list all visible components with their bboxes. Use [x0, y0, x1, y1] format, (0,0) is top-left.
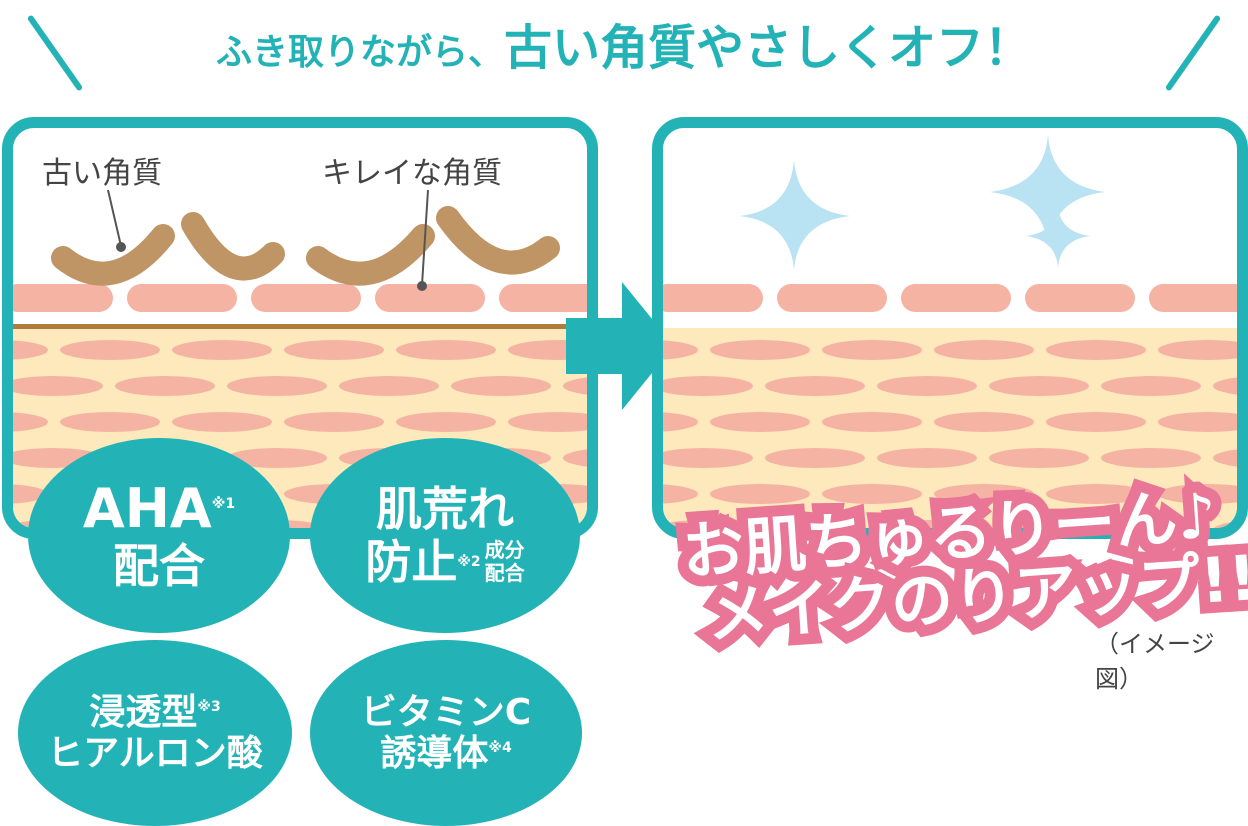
dermis-cell [1046, 484, 1146, 504]
dermis-cell [663, 340, 698, 360]
dermis-cell [172, 340, 272, 360]
keratin-cell [777, 284, 887, 312]
label-clean-keratin: キレイな角質 [322, 156, 502, 191]
dermis-cell [1102, 520, 1200, 528]
footnote-mark: ※4 [488, 740, 512, 756]
dermis-cell [766, 520, 864, 528]
keratin-cell [251, 284, 361, 312]
dermis-cell [765, 448, 865, 468]
badge-anti-rough-title: 肌荒れ [376, 481, 514, 536]
dermis-cell [765, 376, 865, 396]
badge-hyaluronic: 浸透型※3 ヒアルロン酸 [18, 640, 292, 826]
after-skin-panel [652, 117, 1248, 539]
dermis-cell [563, 377, 587, 395]
dermis-cell [877, 376, 977, 396]
badge-anti-rough: 肌荒れ 防止※2 成分配合 [310, 438, 580, 633]
dermis-cell [339, 376, 439, 396]
dermis-cell [13, 340, 48, 360]
dermis-cell [822, 412, 922, 432]
dermis-cell [822, 340, 922, 360]
old-keratin-line [13, 324, 587, 329]
dermis-cell [1158, 340, 1237, 360]
dermis-cell [989, 376, 1089, 396]
dermis-cell [115, 376, 215, 396]
badge-extra: 成分 [484, 537, 525, 562]
dermis-cell [227, 376, 327, 396]
badge-extra: 配合 [484, 560, 525, 585]
keratin-cell [375, 284, 485, 312]
badge-hyaluronic-sub: ヒアルロン酸 [47, 733, 263, 774]
dermis-cell [934, 340, 1034, 360]
footnote-mark: ※3 [197, 698, 221, 715]
dermis-cell [877, 448, 977, 468]
badge-vitamin-c-sub: 誘導体 [380, 733, 489, 774]
dermis-cell [989, 448, 1089, 468]
dermis-cell [934, 484, 1034, 504]
dermis-cell [60, 340, 160, 360]
dermis-cell [663, 412, 698, 432]
footnote-mark: ※1 [211, 496, 236, 512]
dermis-cell [396, 412, 496, 432]
badge-vitamin-c: ビタミンC 誘導体※4 [310, 640, 582, 826]
dermis-cell [284, 412, 384, 432]
dermis-cell [1046, 412, 1146, 432]
image-note: （イメージ図） [1095, 630, 1215, 693]
old-keratin-flake [306, 224, 435, 286]
arrow-right-icon [566, 282, 674, 410]
dermis-cell [1213, 449, 1237, 467]
old-keratin-flake [181, 212, 285, 281]
skin-illustration-after [663, 284, 1237, 528]
label-old-keratin: 古い角質 [42, 156, 162, 191]
footnote-mark: ※2 [457, 553, 481, 570]
dermis-cell [227, 448, 327, 468]
dermis-cell [13, 412, 48, 432]
badge-anti-rough-sub: 防止 [365, 534, 458, 589]
dermis-cell [396, 340, 496, 360]
badge-aha: AHA※1 配合 [28, 438, 290, 633]
keratin-cell [127, 284, 237, 312]
dermis-cell [663, 376, 753, 396]
dermis-cell [451, 376, 551, 396]
keratin-cell [663, 284, 763, 312]
old-keratin-flake [436, 206, 560, 275]
keratin-cell [901, 284, 1011, 312]
dermis-cell [1046, 340, 1146, 360]
dermis-cell [1214, 521, 1237, 528]
dermis-cell [60, 412, 160, 432]
headline-prefix: ふき取りながら、 [215, 32, 504, 73]
badge-vitamin-c-title: ビタミンC [360, 691, 532, 733]
dermis-cell [663, 484, 698, 504]
dermis-cell [1101, 448, 1201, 468]
keratin-cell [499, 284, 587, 312]
dermis-cell [1101, 376, 1201, 396]
keratin-cell [13, 284, 113, 312]
dermis-cell [284, 340, 384, 360]
dermis-cell [822, 484, 922, 504]
dermis-cell [1158, 412, 1237, 432]
headline: ふき取りながら、古い角質やさしくオフ！ [0, 8, 1248, 78]
dermis-cell [172, 412, 272, 432]
dermis-cell [934, 412, 1034, 432]
keratin-cell [1025, 284, 1135, 312]
keratin-cell [1149, 284, 1237, 312]
dermis-cell [1213, 377, 1237, 395]
dermis-cell [1158, 484, 1237, 504]
badge-aha-title: AHA [82, 477, 212, 540]
dermis-cell [710, 340, 810, 360]
dermis-cell [710, 484, 810, 504]
label-pointers [107, 189, 429, 291]
badge-aha-sub: 配合 [113, 539, 205, 594]
dermis-cell [663, 448, 753, 468]
dermis-cell [13, 376, 103, 396]
dermis-cell [663, 520, 752, 528]
dermis-cell [710, 412, 810, 432]
sparkle-icon [740, 135, 1105, 270]
dermis-cell [563, 449, 587, 467]
old-keratin-flake [51, 224, 175, 286]
badge-hyaluronic-title: 浸透型 [89, 691, 198, 733]
dermis-cell [508, 412, 587, 432]
headline-main: 古い角質やさしくオフ！ [504, 20, 1033, 76]
dermis-cell [878, 520, 976, 528]
dermis-cell [990, 520, 1088, 528]
